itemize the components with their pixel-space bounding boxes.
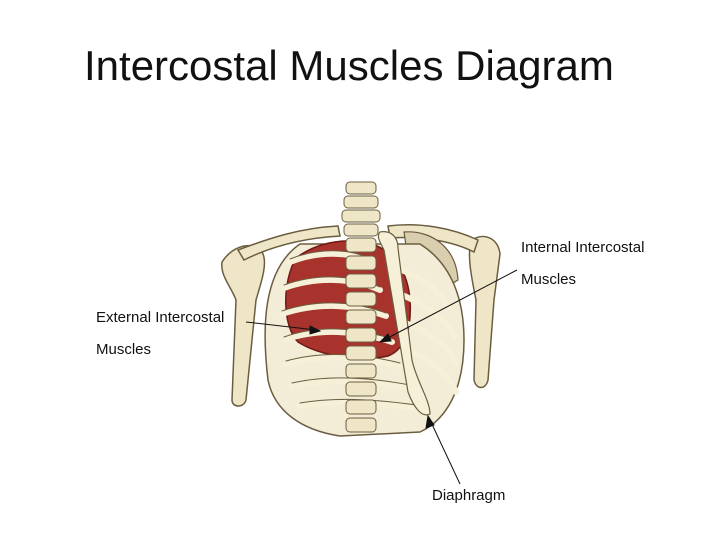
external-arrowhead bbox=[309, 325, 322, 335]
internal-intercostal-line2: Muscles bbox=[521, 271, 577, 288]
external-leader-line bbox=[245, 321, 317, 331]
right-humerus bbox=[468, 235, 501, 389]
spine bbox=[341, 181, 381, 433]
internal-arrowhead bbox=[378, 333, 392, 343]
diaphragm-label: Diaphragm bbox=[432, 487, 506, 504]
slide-title: Intercostal Muscles Diagram bbox=[84, 42, 614, 89]
external-intercostal-label: External Intercostal Muscles bbox=[96, 302, 224, 366]
diaphragm-leader-line bbox=[429, 419, 461, 485]
external-intercostal-line2: Muscles bbox=[96, 341, 152, 358]
internal-intercostal-label: Internal Intercostal Muscles bbox=[521, 232, 644, 296]
leader-lines bbox=[245, 269, 518, 485]
left-humerus bbox=[221, 244, 266, 407]
left-clavicle bbox=[236, 225, 341, 261]
sternum bbox=[377, 231, 431, 416]
illustration-fill bbox=[221, 181, 501, 437]
diaphragm-arrowhead bbox=[425, 414, 435, 429]
internal-leader-line bbox=[383, 269, 518, 341]
internal-intercostal-line1: Internal Intercostal bbox=[521, 239, 645, 256]
external-intercostal-line1: External Intercostal bbox=[96, 309, 225, 326]
